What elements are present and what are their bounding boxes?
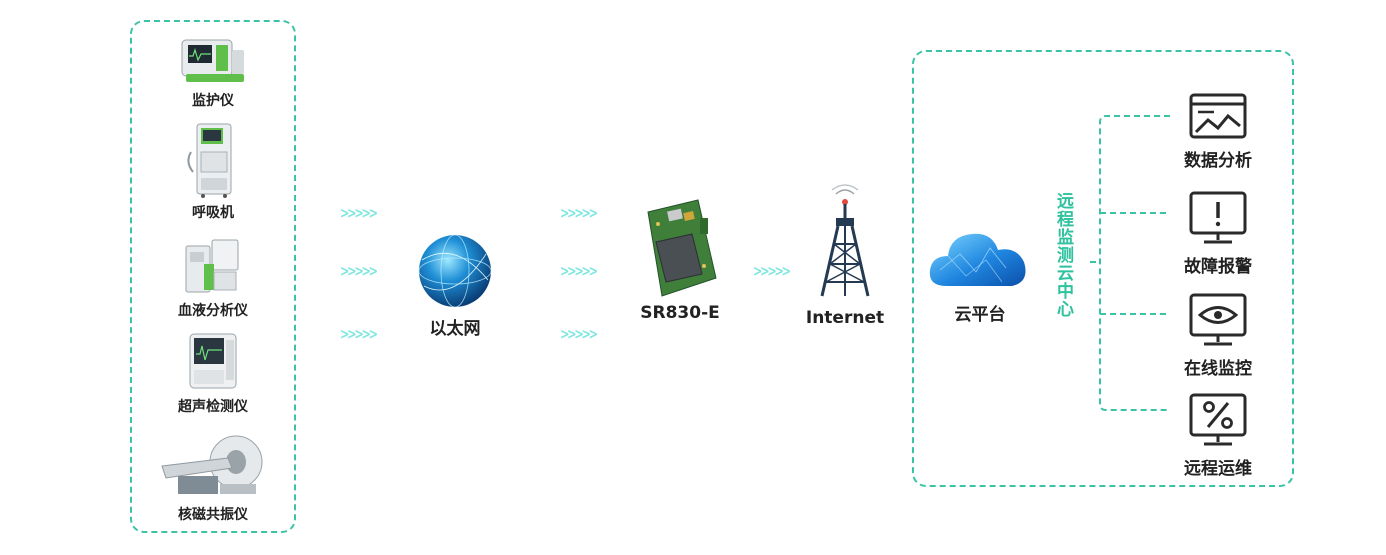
devices-group-frame xyxy=(130,20,296,533)
device-ventilator: 呼吸机 xyxy=(130,122,296,222)
device-label: 呼吸机 xyxy=(192,205,234,221)
ethernet-globe-icon xyxy=(418,234,492,308)
cloud-center-frame xyxy=(912,50,1294,487)
flow-arrows: >>>>> xyxy=(559,262,598,280)
patient-monitor-icon xyxy=(181,39,244,82)
function-label: 远程运维 xyxy=(1184,459,1252,479)
function-label: 在线监控 xyxy=(1184,359,1252,379)
function-online-monitoring: 在线监控 xyxy=(1158,292,1278,379)
device-ultrasound: 超声检测仪 xyxy=(130,330,296,416)
internet-label: Internet xyxy=(805,308,885,328)
router-label: SR830-E xyxy=(640,303,720,323)
ultrasound-icon xyxy=(189,333,237,389)
cloud-platform-icon xyxy=(929,233,1026,286)
device-mri: 核磁共振仪 xyxy=(130,432,296,524)
function-fault-alarm: 故障报警 xyxy=(1158,190,1278,277)
device-label: 超声检测仪 xyxy=(178,399,248,415)
flow-arrows: >>>>> xyxy=(339,325,378,343)
flow-arrows: >>>>> xyxy=(559,204,598,222)
device-monitor: 监护仪 xyxy=(130,36,296,110)
flow-arrows: >>>>> xyxy=(752,262,791,280)
data-chart-icon xyxy=(1189,93,1247,139)
device-blood-analyzer: 血液分析仪 xyxy=(130,236,296,320)
percent-monitor-icon xyxy=(1189,393,1247,446)
blood-analyzer-icon xyxy=(185,239,239,293)
function-remote-maintenance: 远程运维 xyxy=(1158,392,1278,479)
router-board-icon xyxy=(647,199,717,297)
cloud-center-title: 远程监测云中心 xyxy=(1053,192,1073,318)
device-label: 监护仪 xyxy=(192,93,234,109)
flow-arrows: >>>>> xyxy=(339,262,378,280)
flow-arrows: >>>>> xyxy=(339,204,378,222)
function-label: 数据分析 xyxy=(1184,151,1252,171)
function-data-analysis: 数据分析 xyxy=(1158,92,1278,171)
function-bracket-connector xyxy=(1090,115,1170,411)
mri-scanner-icon xyxy=(161,435,263,494)
eye-monitor-icon xyxy=(1189,293,1247,346)
ethernet-label: 以太网 xyxy=(429,319,481,339)
device-label: 核磁共振仪 xyxy=(178,507,248,523)
antenna-tower-icon xyxy=(820,184,870,297)
flow-arrows: >>>>> xyxy=(559,325,598,343)
alert-monitor-icon xyxy=(1189,191,1247,244)
cloud-platform-label: 云平台 xyxy=(954,305,1006,325)
device-label: 血液分析仪 xyxy=(178,303,248,319)
function-label: 故障报警 xyxy=(1184,257,1252,277)
ventilator-icon xyxy=(187,123,232,198)
